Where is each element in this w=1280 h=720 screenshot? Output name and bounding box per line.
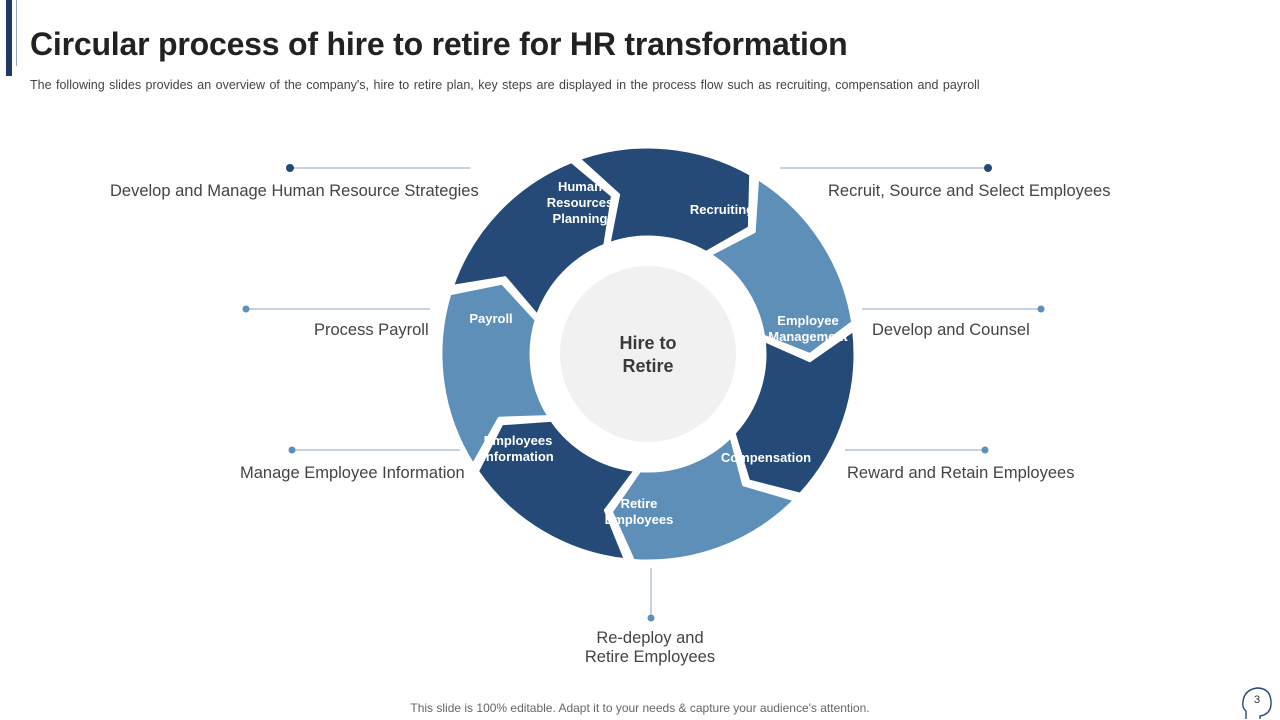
connector-dot-recruit xyxy=(984,164,992,172)
segment-label-hr-planning-2: Resources xyxy=(547,195,613,210)
segment-retire-employees xyxy=(609,435,797,563)
segment-employees-information xyxy=(476,418,637,562)
segment-payroll xyxy=(439,281,551,467)
label-recruit: Recruit, Source and Select Employees xyxy=(828,182,1111,200)
segment-label-employees-info-1: Employees xyxy=(484,433,553,448)
segment-hr-planning xyxy=(450,160,614,318)
connector-dot-counsel xyxy=(1037,305,1045,313)
center-text-line2: Retire xyxy=(622,356,673,376)
connector-dot-hr-strategies xyxy=(286,164,294,172)
connector-dot-payroll xyxy=(242,305,250,313)
label-redeploy: Re-deploy and Retire Employees xyxy=(560,629,740,667)
label-redeploy-line1: Re-deploy and xyxy=(596,629,704,647)
label-employee-info: Manage Employee Information xyxy=(240,464,465,482)
connector-dot-employee-info xyxy=(288,446,296,454)
label-payroll: Process Payroll xyxy=(314,321,429,339)
label-counsel: Develop and Counsel xyxy=(872,321,1030,339)
label-hr-strategies: Develop and Manage Human Resource Strate… xyxy=(110,182,479,200)
segment-label-compensation: Compensation xyxy=(721,450,811,465)
connector-dot-redeploy xyxy=(647,614,655,622)
segment-label-hr-planning-3: Planning xyxy=(553,211,608,226)
segment-label-retire-1: Retire xyxy=(621,496,658,511)
segment-label-retire-2: Employees xyxy=(605,512,674,527)
connector-dot-reward xyxy=(981,446,989,454)
process-ring xyxy=(439,145,857,563)
segment-labels: Human Resources Planning Recruiting Empl… xyxy=(469,179,848,527)
footer-note: This slide is 100% editable. Adapt it to… xyxy=(410,701,870,715)
segment-recruiting xyxy=(577,145,753,254)
head-outline-icon xyxy=(1242,687,1272,719)
segment-label-recruiting: Recruiting xyxy=(690,202,754,217)
segment-label-payroll: Payroll xyxy=(469,311,512,326)
title-accent-line xyxy=(16,0,17,66)
title-accent-bar xyxy=(6,0,12,76)
segment-label-employee-mgmt-1: Employee xyxy=(777,313,838,328)
page-number: 3 xyxy=(1253,694,1261,706)
segment-label-hr-planning-1: Human xyxy=(558,179,602,194)
segment-label-employees-info-2: Information xyxy=(482,449,554,464)
segment-label-employee-mgmt-2: Management xyxy=(768,329,848,344)
page-title: Circular process of hire to retire for H… xyxy=(30,26,848,62)
segment-employee-management xyxy=(708,176,855,356)
connector-lines xyxy=(242,164,1045,622)
label-redeploy-line2: Retire Employees xyxy=(584,648,716,666)
center-text-line1: Hire to xyxy=(619,333,676,353)
center-circle xyxy=(560,266,736,442)
label-reward: Reward and Retain Employees xyxy=(847,464,1075,482)
page-subtitle: The following slides provides an overvie… xyxy=(30,78,980,92)
segment-compensation xyxy=(732,328,857,496)
